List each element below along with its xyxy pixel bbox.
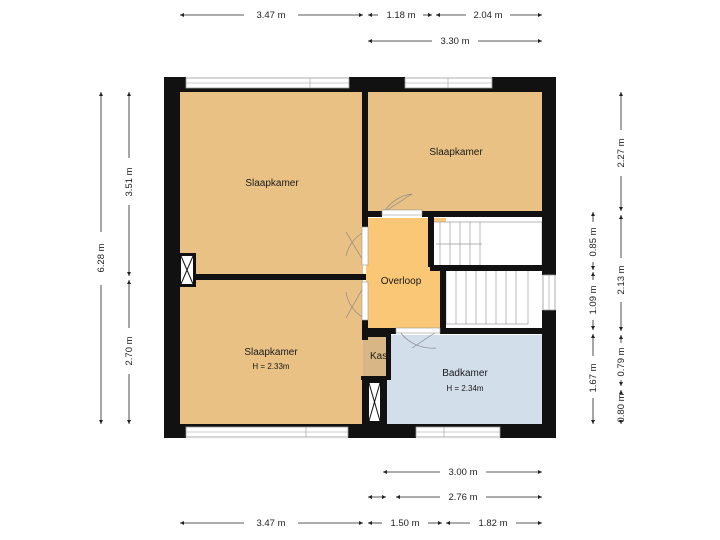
dimensions-bottom: 3.00 m 2.76 m 3.47 m 1.50 m 1.82 m [180, 467, 542, 529]
closet-floor [363, 337, 387, 377]
doors [345, 193, 441, 349]
bedroom-top-right-label: Slaapkamer [429, 147, 483, 158]
bedroom-bottom-left-floor [180, 280, 363, 425]
closet-label: Kast [370, 351, 390, 362]
dimensions-right: 0.85 m 1.09 m 1.67 m 2.27 m 2.13 m 0.79 … [588, 92, 627, 424]
dim-right-2: 1.09 m [588, 285, 599, 314]
dimensions-top: 3.47 m 1.18 m 2.04 m 3.30 m [180, 10, 542, 47]
bedroom-top-right-floor [368, 92, 542, 212]
dim-right-5: 2.13 m [616, 265, 627, 294]
walls [164, 77, 556, 438]
bedroom-top-left-label: Slaapkamer [245, 178, 299, 189]
dim-bottom-1: 3.00 m [448, 467, 477, 478]
staircase [431, 221, 543, 325]
dim-bottom-2: 2.76 m [448, 492, 477, 503]
dim-top-3: 2.04 m [473, 10, 502, 21]
dimensions-left: 6.28 m 3.51 m 2.70 m [96, 92, 135, 424]
bedroom-bottom-left-label: Slaapkamer [244, 347, 298, 358]
dim-right-4: 2.27 m [616, 138, 627, 167]
dim-bottom-5: 1.82 m [478, 518, 507, 529]
dim-top-4: 3.30 m [440, 36, 469, 47]
dim-right-1: 0.85 m [588, 227, 599, 256]
dim-top-2: 1.18 m [386, 10, 415, 21]
windows [185, 77, 556, 438]
dim-right-7: 0.80 m [616, 393, 627, 422]
dim-right-3: 1.67 m [588, 363, 599, 392]
landing-label: Overloop [381, 276, 422, 287]
dim-bottom-4: 1.50 m [390, 518, 419, 529]
bedroom-top-left-floor [180, 92, 363, 275]
dim-left-2: 3.51 m [124, 167, 135, 196]
dim-bottom-3: 3.47 m [256, 518, 285, 529]
dim-left-3: 2.70 m [124, 336, 135, 365]
dim-top-1: 3.47 m [256, 10, 285, 21]
bathroom-label: Badkamer [442, 368, 488, 379]
bathroom-floor [387, 335, 543, 424]
bathroom-height: H = 2.34m [446, 384, 483, 393]
dim-right-6: 0.79 m [616, 347, 627, 376]
dim-left-1: 6.28 m [96, 243, 107, 272]
bedroom-bottom-left-height: H = 2.33m [252, 362, 289, 371]
